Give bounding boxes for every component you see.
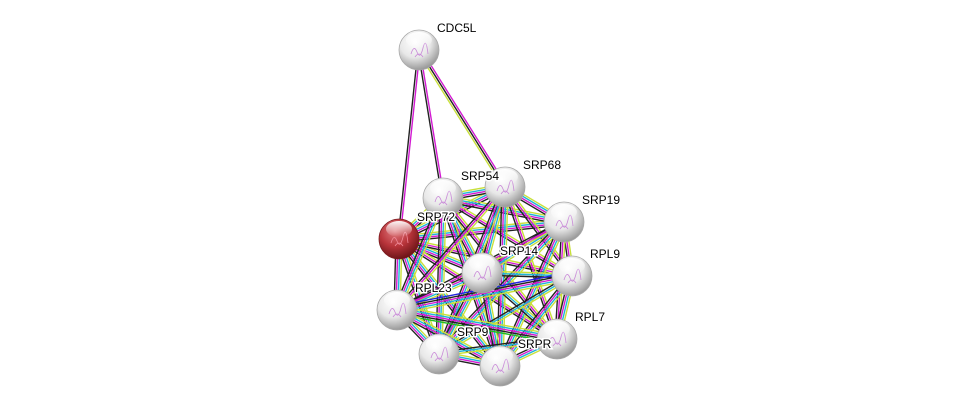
edge-evidence-coexpression xyxy=(496,220,562,366)
edge-evidence-experiments xyxy=(504,186,558,340)
node-highlight xyxy=(487,348,513,364)
edge-evidence-experiments xyxy=(419,49,445,198)
node-highlight xyxy=(492,169,518,185)
edge-evidence-coexpression xyxy=(396,311,557,342)
edge-evidence-experiments xyxy=(399,50,421,240)
node-srpr[interactable] xyxy=(479,345,521,387)
node-srp68[interactable] xyxy=(484,166,526,208)
node-cdc5l[interactable] xyxy=(398,29,440,71)
edge-evidence-databases xyxy=(397,277,573,313)
edge-evidence-databases xyxy=(397,307,558,338)
node-highlight xyxy=(544,321,570,337)
node-rpl9[interactable] xyxy=(551,255,593,297)
edge-cdc5l-srp54[interactable] xyxy=(417,49,445,199)
edge-evidence-experiments xyxy=(420,48,508,187)
edge-evidence-textmining xyxy=(399,198,447,312)
node-label: SRP54 xyxy=(461,169,499,183)
edge-evidence-textmining xyxy=(416,50,504,189)
node-label: SRP19 xyxy=(582,193,620,207)
node-highlight xyxy=(469,255,495,271)
edge-evidence-coexpression xyxy=(417,50,443,199)
edge-evidence-databases xyxy=(439,198,445,355)
node-highlight xyxy=(551,204,577,220)
edge-evidence-textmining xyxy=(502,187,509,367)
edge-srp68-rpl23[interactable] xyxy=(394,185,508,312)
edge-evidence-textmining xyxy=(441,198,447,355)
node-label: SRP9 xyxy=(457,325,489,339)
node-highlight xyxy=(406,32,432,48)
node-label: RPL9 xyxy=(590,247,620,261)
edge-evidence-textmining xyxy=(397,187,508,312)
node-highlight xyxy=(426,336,452,352)
edge-evidence-textmining xyxy=(397,279,573,315)
edge-evidence-coexpression xyxy=(393,196,441,310)
edge-evidence-coexpression xyxy=(418,49,506,188)
edge-cdc5l-srp72[interactable] xyxy=(397,49,421,240)
edge-evidence-experiments xyxy=(498,221,564,366)
node-label: RPL7 xyxy=(575,310,605,324)
edge-evidence-experiments xyxy=(396,309,558,340)
edge-evidence-textmining xyxy=(443,195,574,275)
node-label: SRPR xyxy=(518,337,552,351)
edge-evidence-experiments xyxy=(442,197,573,277)
node-rpl7[interactable] xyxy=(536,318,578,360)
node-highlight xyxy=(384,292,410,308)
node-highlight xyxy=(559,258,585,274)
edge-evidence-textmining xyxy=(400,236,503,365)
edge-evidence-experiments xyxy=(437,197,443,354)
edge-evidence-experiments xyxy=(397,239,500,368)
node-srp14[interactable] xyxy=(461,252,503,294)
node-srp54[interactable] xyxy=(422,177,464,219)
node-srp19[interactable] xyxy=(543,201,585,243)
node-label: CDC5L xyxy=(437,21,477,35)
edge-evidence-textmining xyxy=(397,305,558,336)
edge-evidence-coexpression xyxy=(437,273,572,353)
edge-evidence-textmining xyxy=(398,218,564,237)
edge-evidence-coexpression xyxy=(394,185,505,310)
edge-evidence-databases xyxy=(500,187,507,367)
node-rpl23[interactable] xyxy=(376,289,418,331)
node-label: RPL23 xyxy=(415,281,452,295)
edge-cdc5l-srp68[interactable] xyxy=(416,48,508,189)
node-label: SRP72 xyxy=(417,210,455,224)
edge-evidence-experiments xyxy=(396,186,506,311)
node-highlight xyxy=(430,180,456,196)
node-highlight xyxy=(386,221,412,237)
edge-evidence-neighborhood xyxy=(396,313,557,344)
node-srp9[interactable] xyxy=(418,333,460,375)
nodes-layer xyxy=(376,29,593,387)
node-srp72[interactable] xyxy=(378,218,420,260)
edge-evidence-coexpression xyxy=(397,49,419,239)
edge-evidence-textmining xyxy=(506,186,560,339)
edge-rpl23-rpl7[interactable] xyxy=(396,305,558,344)
node-label: SRP68 xyxy=(523,158,561,172)
node-label: SRP14 xyxy=(500,244,538,258)
